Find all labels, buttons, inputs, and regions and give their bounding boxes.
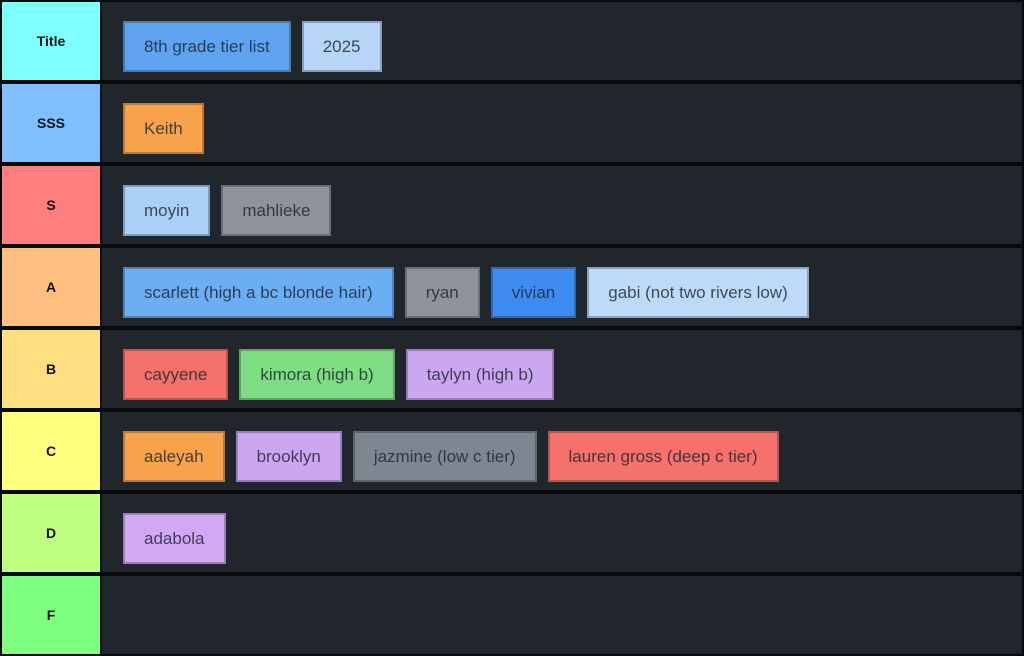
tier-label-d[interactable]: D	[2, 494, 102, 572]
tier-row-f: F	[2, 576, 1022, 654]
tier-label-f[interactable]: F	[2, 576, 102, 654]
tier-item[interactable]: gabi (not two rivers low)	[587, 267, 809, 318]
tier-row-sss: SSS Keith	[2, 84, 1022, 166]
tier-item[interactable]: lauren gross (deep c tier)	[547, 431, 779, 482]
tier-label-sss[interactable]: SSS	[2, 84, 102, 162]
tier-item[interactable]: vivian	[490, 267, 577, 318]
tier-item[interactable]: kimora (high b)	[239, 349, 395, 400]
tier-item[interactable]: brooklyn	[235, 431, 342, 482]
tier-item[interactable]: mahlieke	[221, 185, 332, 236]
tier-label-a[interactable]: A	[2, 248, 102, 326]
tier-item[interactable]: aaleyah	[123, 431, 225, 482]
tier-item[interactable]: Keith	[123, 103, 204, 154]
tier-item[interactable]: 2025	[301, 21, 382, 72]
tier-item[interactable]: 8th grade tier list	[123, 21, 291, 72]
tier-dropzone-d[interactable]: adabola	[102, 494, 1022, 572]
tier-item[interactable]: moyin	[123, 185, 211, 236]
tier-label-title[interactable]: Title	[2, 2, 102, 80]
tier-item[interactable]: adabola	[123, 513, 226, 564]
tier-item[interactable]: cayyene	[123, 349, 229, 400]
tier-label-c[interactable]: C	[2, 412, 102, 490]
tier-item[interactable]: taylyn (high b)	[405, 349, 555, 400]
tier-item[interactable]: ryan	[404, 267, 480, 318]
tier-label-b[interactable]: B	[2, 330, 102, 408]
tier-item[interactable]: jazmine (low c tier)	[352, 431, 537, 482]
tier-dropzone-f[interactable]	[102, 576, 1022, 654]
tier-item[interactable]: scarlett (high a bc blonde hair)	[123, 267, 394, 318]
tier-dropzone-sss[interactable]: Keith	[102, 84, 1022, 162]
tier-label-s[interactable]: S	[2, 166, 102, 244]
